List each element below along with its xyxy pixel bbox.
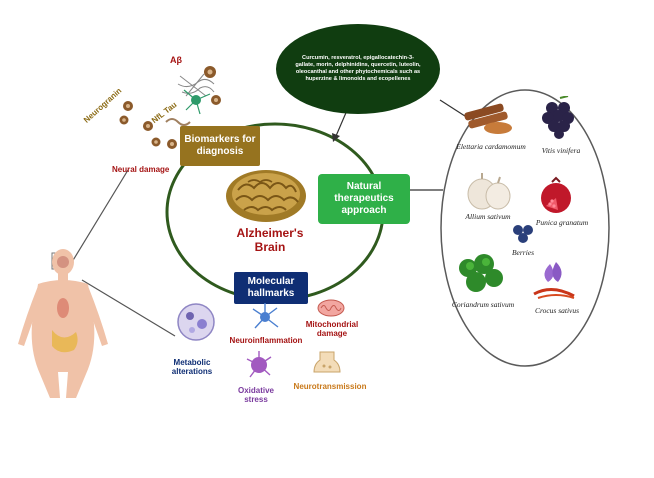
garlic-image <box>467 173 511 210</box>
metabolic-cell-icon <box>177 303 215 341</box>
berries-image <box>513 225 533 243</box>
mitochondria-icon <box>317 299 345 317</box>
coriandrum-label: Coriandrum sativum <box>451 300 515 309</box>
mitochondrial-damage-label: Mitochondrial damage <box>305 320 359 338</box>
phytochemicals-text: Curcumin, resveratrol, epigallocatechin-… <box>295 55 421 82</box>
neuron-icon <box>183 89 211 115</box>
molecular-hallmarks-label: Molecular hallmarks <box>247 276 295 299</box>
pomegranate-image <box>541 176 571 213</box>
grapes-image <box>542 96 574 139</box>
human-body-figure <box>18 249 108 398</box>
center-title: Alzheimer's Brain <box>230 226 310 254</box>
natural-therapeutics-box: Natural therapeutics approach <box>318 174 410 224</box>
neuroinflammation-icon <box>252 303 279 329</box>
saffron-image <box>533 262 575 299</box>
cardamom-cinnamon-image <box>464 103 512 134</box>
oxidative-stress-label: Oxidative stress <box>237 386 274 404</box>
biomarkers-label: Biomarkers for diagnosis <box>184 134 256 157</box>
neurotransmission-label: Neurotransmission <box>293 382 367 391</box>
brain-image <box>226 170 306 222</box>
crocus-label: Crocus sativus <box>534 306 580 315</box>
abeta-label: Aβ <box>170 55 182 65</box>
coriander-image <box>459 254 503 292</box>
center-title-line2: Brain <box>254 240 286 254</box>
molecular-hallmarks-box: Molecular hallmarks <box>234 272 308 304</box>
neurotransmission-icon <box>313 351 341 373</box>
berries-label: Berries <box>511 248 535 257</box>
punica-label: Punica granatum <box>535 218 589 227</box>
neural-damage-label: Neural damage <box>112 165 170 174</box>
center-title-line1: Alzheimer's <box>236 226 304 240</box>
elettaria-label: Elettaria cardamomum <box>456 142 526 151</box>
biomarkers-box: Biomarkers for diagnosis <box>180 126 260 166</box>
oxidative-stress-icon <box>246 351 272 378</box>
natural-therapeutics-label: Natural therapeutics approach <box>334 181 394 216</box>
allium-label: Allium sativum <box>465 212 511 221</box>
vitis-label: Vitis vinifera <box>541 146 581 155</box>
phytochemicals-bubble: Curcumin, resveratrol, epigallocatechin-… <box>276 24 440 114</box>
metabolic-alterations-label: Metabolic alterations <box>171 358 213 376</box>
biomarker-cluster <box>119 66 221 149</box>
neuroinflammation-label: Neuroinflammation <box>229 336 303 345</box>
